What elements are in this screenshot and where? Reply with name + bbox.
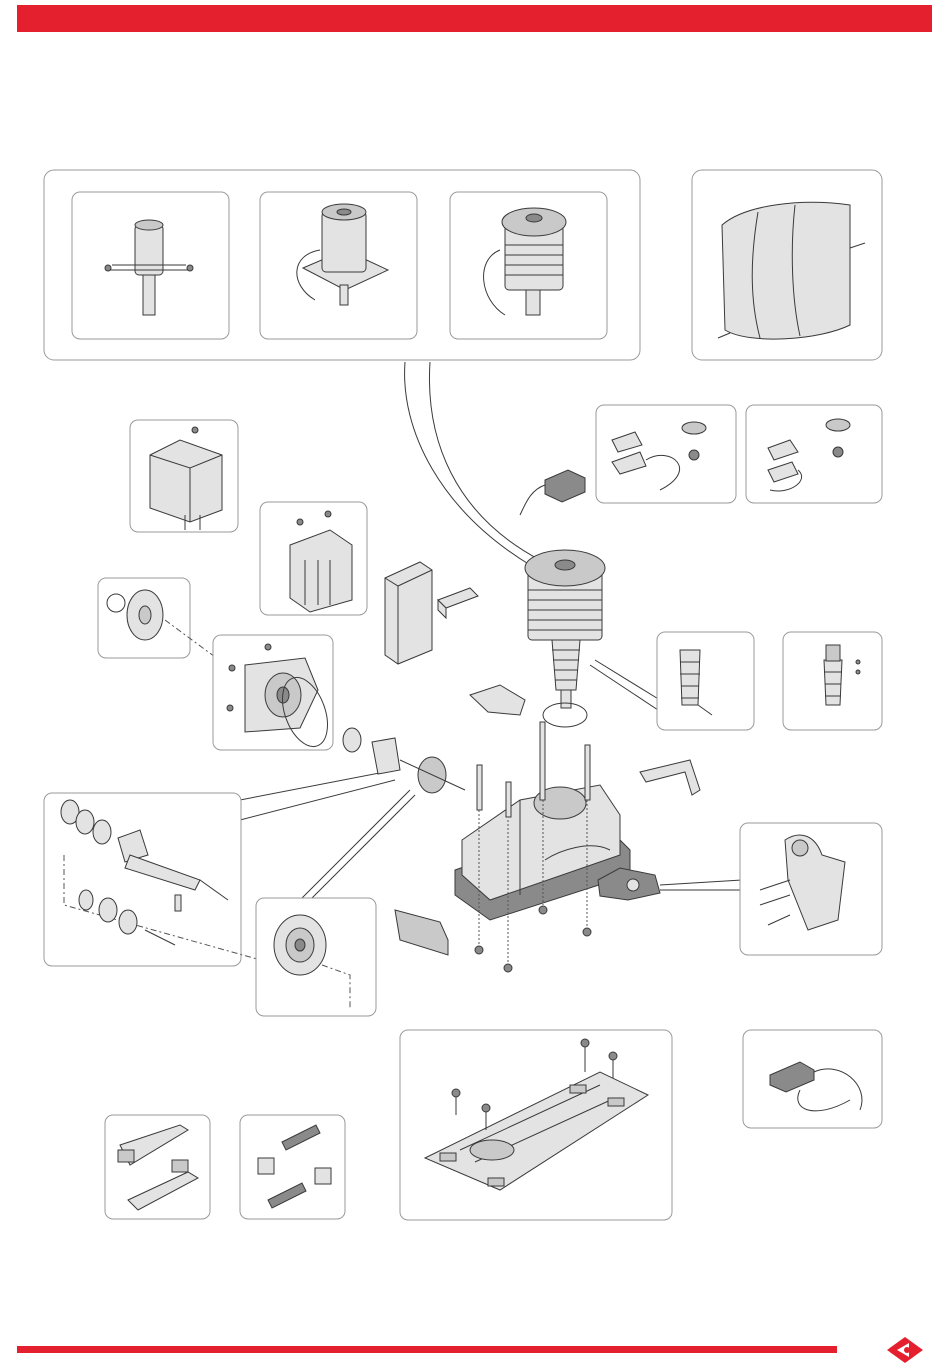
worm-shaft-a[interactable]	[657, 632, 754, 730]
release-handle-kit[interactable]	[740, 823, 882, 955]
encoder-limit-kit-b[interactable]	[746, 405, 882, 503]
gearbox-housing[interactable]	[455, 722, 630, 972]
motor-options-group	[44, 170, 640, 360]
cable-module[interactable]	[520, 470, 585, 515]
shaft-bearings	[343, 728, 465, 793]
limit-switch-module[interactable]	[743, 1030, 882, 1128]
handle-bracket	[640, 760, 700, 795]
brand-arrow-logo-icon	[887, 1337, 923, 1363]
control-board-bracket[interactable]	[260, 502, 367, 615]
flange-bearing-kit[interactable]	[213, 635, 336, 753]
felt-pad	[395, 910, 448, 955]
footer-red-bar	[17, 1346, 837, 1353]
pinion-gear-kit[interactable]	[98, 578, 230, 668]
limit-cam-b[interactable]	[240, 1115, 345, 1219]
capacitor[interactable]	[130, 420, 238, 532]
main-motor[interactable]	[525, 550, 605, 708]
encoder-limit-kit-a[interactable]	[596, 405, 736, 503]
spur-gear[interactable]	[256, 898, 376, 1016]
motor-large-option[interactable]	[450, 192, 607, 339]
limit-cam-a[interactable]	[105, 1115, 210, 1219]
terminal-block-module[interactable]	[385, 562, 478, 664]
motor-small-option[interactable]	[72, 192, 229, 339]
cover-housing[interactable]	[692, 170, 882, 360]
base-plate[interactable]	[400, 1030, 672, 1220]
motor-medium-option[interactable]	[260, 192, 417, 339]
worm-shaft-b[interactable]	[783, 632, 882, 730]
